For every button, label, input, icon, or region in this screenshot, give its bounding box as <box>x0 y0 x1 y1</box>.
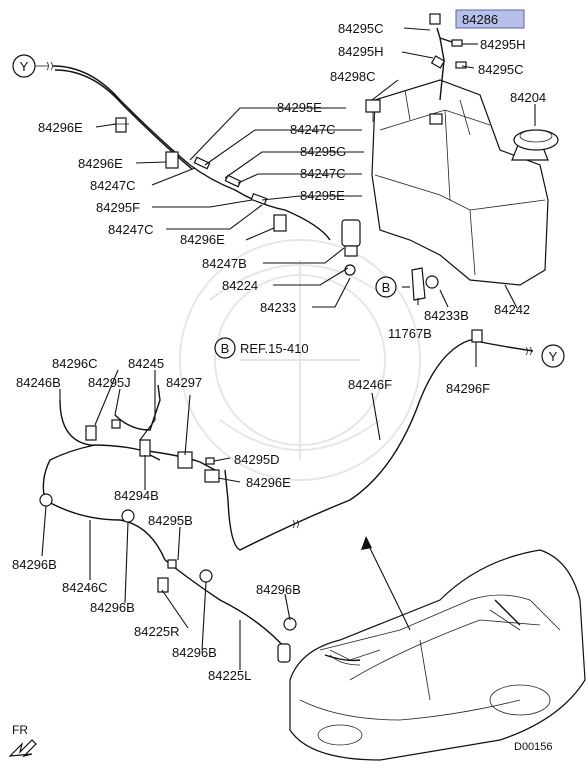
hose-joints <box>193 156 268 205</box>
label-84295f: 84295F <box>96 200 140 215</box>
label-84297: 84297 <box>166 375 202 390</box>
label-84247c-b: 84247C <box>90 178 136 193</box>
svg-text:FR: FR <box>12 723 28 737</box>
label-84295h-b: 84295H <box>480 37 526 52</box>
label-84246b: 84246B <box>16 375 61 390</box>
tank-bracket-11767b <box>411 267 426 301</box>
label-84296e-c: 84296E <box>180 232 225 247</box>
connector-y-right: Y <box>541 344 565 368</box>
label-84298c: 84298C <box>330 69 376 84</box>
label-84233: 84233 <box>260 300 296 315</box>
label-drawing-code: D00156 <box>514 741 553 753</box>
label-84295e-b: 84295E <box>300 188 345 203</box>
callout-labels: 84295C 84286 84295H 84295H 84298C 84295C… <box>12 9 553 753</box>
pump-grommet-84233 <box>344 264 356 276</box>
label-84295c-b: 84295C <box>478 62 524 77</box>
svg-text:Y: Y <box>20 59 29 74</box>
label-84294b: 84294B <box>114 488 159 503</box>
label-84296e-b: 84296E <box>78 156 123 171</box>
label-84295b: 84295B <box>148 513 193 528</box>
label-84246f: 84246F <box>348 377 392 392</box>
connector-b-tank: B <box>375 276 397 298</box>
svg-text:B: B <box>382 280 391 295</box>
svg-text:B: B <box>221 341 230 356</box>
car-outline <box>289 549 586 761</box>
label-11767b: 11767B <box>388 326 432 341</box>
connector-b-ref: B <box>214 337 236 359</box>
label-84224: 84224 <box>222 278 258 293</box>
front-washer-hose <box>52 65 331 241</box>
hose-clip-84296e-upper <box>113 117 129 133</box>
washer-tank <box>371 79 549 286</box>
leader-lines <box>41 27 536 670</box>
label-84242: 84242 <box>494 302 530 317</box>
svg-text:Y: Y <box>549 349 558 364</box>
label-84295j: 84295J <box>88 375 131 390</box>
label-84296b-d: 84296B <box>172 645 217 660</box>
label-84233b: 84233B <box>424 308 469 323</box>
label-84295c-a: 84295C <box>338 21 384 36</box>
label-84247c-c: 84247C <box>300 166 346 181</box>
arrow-head <box>361 536 372 550</box>
washer-pump-84224 <box>341 219 361 257</box>
label-84296b-a: 84296B <box>12 557 57 572</box>
label-84286: 84286 <box>462 12 498 27</box>
rear-washer-hose-84246f <box>224 339 534 551</box>
label-84286-highlight <box>455 9 525 29</box>
hose-clip-84296f <box>471 329 483 343</box>
hose-clip-84296e-mid <box>165 151 179 169</box>
tank-cap-84204 <box>513 129 559 151</box>
part-84286 <box>429 13 441 25</box>
label-84296e-d: 84296E <box>246 475 291 490</box>
label-84296f: 84296F <box>446 381 490 396</box>
label-84204: 84204 <box>510 90 546 105</box>
label-84295e-a: 84295E <box>277 100 322 115</box>
connector-y-left: Y <box>12 54 36 78</box>
front-direction-indicator: FR <box>8 723 37 758</box>
hose-parts-lower <box>39 419 297 663</box>
label-84295g: 84295G <box>300 144 346 159</box>
label-84247b: 84247B <box>202 256 247 271</box>
rear-hose-84246c <box>44 499 286 649</box>
tank-grommet-84233b <box>425 275 439 289</box>
label-84225r: 84225R <box>134 624 180 639</box>
label-84225l: 84225L <box>208 668 251 683</box>
label-84296e-a: 84296E <box>38 120 83 135</box>
label-84296c: 84296C <box>52 356 98 371</box>
label-84247c-d: 84247C <box>108 222 154 237</box>
label-84247c-a: 84247C <box>290 122 336 137</box>
tank-hoses-top <box>430 27 467 101</box>
arrow-line <box>365 539 411 631</box>
label-84295h-a: 84295H <box>338 44 384 59</box>
label-84296b-b: 84296B <box>90 600 135 615</box>
label-84245: 84245 <box>128 356 164 371</box>
hose-clip-84296e-lower <box>273 214 287 232</box>
label-84296b-c: 84296B <box>256 582 301 597</box>
label-84246c: 84246C <box>62 580 108 595</box>
watermark-emblem <box>179 239 421 481</box>
label-84295d: 84295D <box>234 452 280 467</box>
label-ref: REF.15-410 <box>240 341 309 356</box>
tank-bolt-84298c <box>365 99 381 122</box>
